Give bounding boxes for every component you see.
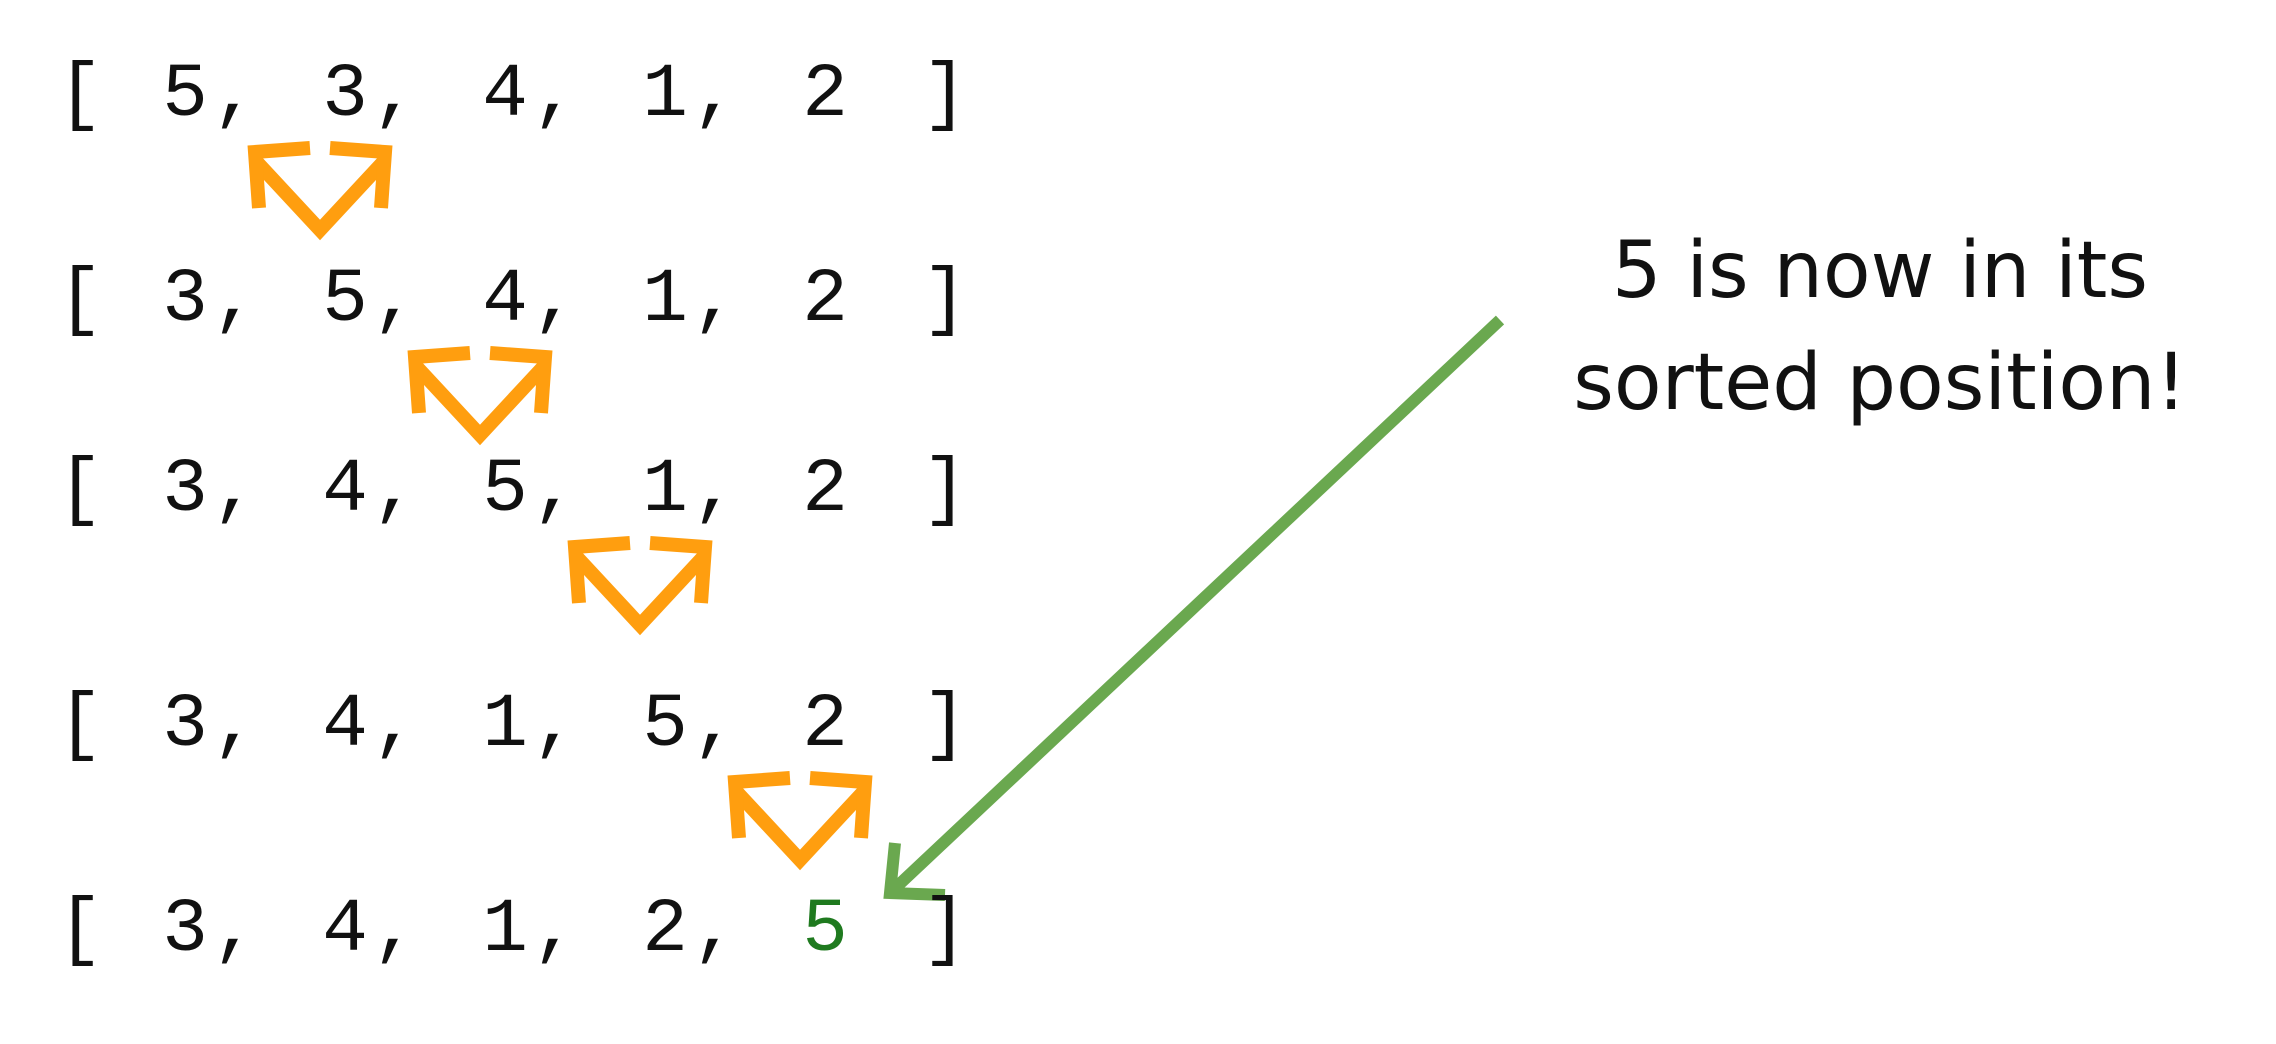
comma-separator: , xyxy=(372,257,418,343)
close-bracket: ] xyxy=(922,52,968,138)
array-element: 1 xyxy=(642,447,688,533)
swap-arrow-icon xyxy=(407,346,553,446)
array-element: 2 xyxy=(802,257,848,343)
array-element: 4 xyxy=(482,257,528,343)
open-bracket: [ xyxy=(57,682,103,768)
annotation-line-2: sorted position! xyxy=(1573,338,2187,428)
comma-separator: , xyxy=(532,447,578,533)
open-bracket: [ xyxy=(57,447,103,533)
array-element: 2 xyxy=(802,682,848,768)
open-bracket: [ xyxy=(57,52,103,138)
close-bracket: ] xyxy=(922,887,968,973)
close-bracket: ] xyxy=(922,257,968,343)
swap-arrow-icon xyxy=(567,536,713,636)
comma-separator: , xyxy=(692,682,738,768)
array-element: 1 xyxy=(482,682,528,768)
comma-separator: , xyxy=(692,887,738,973)
array-element: 3 xyxy=(162,257,208,343)
swap-arrow-icon xyxy=(727,771,873,871)
comma-separator: , xyxy=(372,887,418,973)
comma-separator: , xyxy=(532,52,578,138)
array-element: 1 xyxy=(482,887,528,973)
array-element: 2 xyxy=(642,887,688,973)
array-element: 4 xyxy=(322,887,368,973)
array-element: 2 xyxy=(802,52,848,138)
pointer-arrow-icon xyxy=(883,315,1505,901)
comma-separator: , xyxy=(532,682,578,768)
array-element: 1 xyxy=(642,52,688,138)
close-bracket: ] xyxy=(922,447,968,533)
array-element: 5 xyxy=(642,682,688,768)
open-bracket: [ xyxy=(57,887,103,973)
array-element: 4 xyxy=(482,52,528,138)
array-element: 3 xyxy=(162,682,208,768)
comma-separator: , xyxy=(692,52,738,138)
array-element: 4 xyxy=(322,682,368,768)
array-element: 4 xyxy=(322,447,368,533)
comma-separator: , xyxy=(372,682,418,768)
comma-separator: , xyxy=(212,257,258,343)
comma-separator: , xyxy=(212,447,258,533)
swap-arrow-icon xyxy=(247,141,393,241)
comma-separator: , xyxy=(532,257,578,343)
array-element: 3 xyxy=(162,887,208,973)
annotation-text: 5 is now in its sorted position! xyxy=(1520,215,2240,439)
comma-separator: , xyxy=(692,257,738,343)
array-element: 5 xyxy=(162,52,208,138)
comma-separator: , xyxy=(212,887,258,973)
comma-separator: , xyxy=(372,52,418,138)
array-element: 5 xyxy=(482,447,528,533)
close-bracket: ] xyxy=(922,682,968,768)
comma-separator: , xyxy=(212,682,258,768)
array-element: 3 xyxy=(322,52,368,138)
open-bracket: [ xyxy=(57,257,103,343)
array-element: 2 xyxy=(802,447,848,533)
array-element: 3 xyxy=(162,447,208,533)
annotation-line-1: 5 is now in its xyxy=(1611,226,2149,316)
sorted-element: 5 xyxy=(802,887,848,973)
array-element: 5 xyxy=(322,257,368,343)
comma-separator: , xyxy=(372,447,418,533)
comma-separator: , xyxy=(692,447,738,533)
comma-separator: , xyxy=(212,52,258,138)
comma-separator: , xyxy=(532,887,578,973)
array-element: 1 xyxy=(642,257,688,343)
